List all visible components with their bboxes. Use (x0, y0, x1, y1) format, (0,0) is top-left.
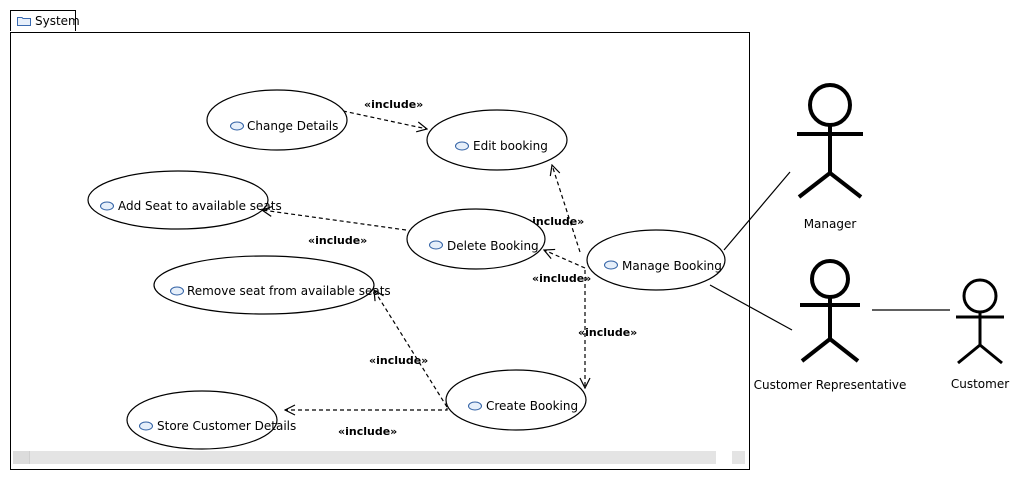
include-label-manage-create: «include» (578, 326, 637, 339)
use-case-icon (170, 286, 184, 296)
association-manager-manage[interactable] (723, 171, 791, 251)
actor-customer[interactable] (956, 278, 1004, 365)
actor-label-customer-rep: Customer Representative (754, 378, 907, 392)
use-case-icon (455, 141, 469, 151)
use-case-label: Create Booking (486, 399, 578, 413)
use-case-manage-booking[interactable]: Manage Booking (586, 229, 726, 291)
include-label-delete-addseat: «include» (308, 234, 367, 247)
actor-customer-representative[interactable] (800, 259, 860, 363)
actor-icon (808, 83, 852, 127)
actor-icon (962, 278, 998, 314)
use-case-label: Edit booking (473, 139, 548, 153)
scroll-corner (732, 451, 745, 464)
use-case-add-seat[interactable]: Add Seat to available seats (87, 170, 282, 230)
association-rep-manage[interactable] (709, 284, 793, 331)
use-case-icon (230, 121, 244, 131)
include-label-change-edit: «include» (364, 98, 423, 111)
include-create-to-store[interactable] (285, 408, 448, 410)
include-change-to-edit[interactable] (342, 110, 427, 129)
folder-icon (17, 17, 31, 26)
use-case-store-customer[interactable]: Store Customer Details (126, 390, 296, 450)
use-case-remove-seat[interactable]: Remove seat from available seats (153, 255, 391, 315)
use-case-label: Delete Booking (447, 239, 539, 253)
use-case-delete-booking[interactable]: Delete Booking (406, 208, 546, 270)
use-case-change-details[interactable]: Change Details (206, 89, 348, 151)
actor-manager[interactable] (797, 83, 863, 199)
include-label-create-store: «include» (338, 425, 397, 438)
use-case-icon (429, 240, 443, 250)
use-case-create-booking[interactable]: Create Booking (445, 369, 587, 431)
include-manage-to-edit[interactable] (552, 165, 581, 253)
include-delete-to-addseat[interactable] (262, 210, 407, 231)
package-title: System (35, 14, 80, 28)
include-create-to-removeseat[interactable] (374, 290, 448, 408)
use-case-icon (604, 260, 618, 270)
scrollbar-thumb[interactable] (13, 451, 30, 464)
include-label-create-removeseat: «include» (369, 354, 428, 367)
use-case-label: Change Details (247, 119, 338, 133)
use-case-icon (468, 401, 482, 411)
horizontal-scrollbar[interactable] (13, 451, 716, 464)
actor-label-customer: Customer (951, 377, 1009, 391)
use-case-label: Manage Booking (622, 259, 722, 273)
use-case-label: Store Customer Details (157, 419, 296, 433)
include-label-manage-edit: «include» (525, 215, 584, 228)
use-case-icon (100, 201, 114, 211)
actor-label-manager: Manager (804, 217, 857, 231)
include-manage-to-delete[interactable] (544, 250, 586, 269)
use-case-label: Add Seat to available seats (118, 199, 282, 213)
package-tab[interactable]: System (10, 10, 80, 31)
include-label-manage-delete: «include» (532, 272, 591, 285)
use-case-icon (139, 421, 153, 431)
actor-icon (810, 259, 850, 299)
use-case-edit-booking[interactable]: Edit booking (426, 109, 568, 171)
use-case-label: Remove seat from available seats (187, 284, 391, 298)
